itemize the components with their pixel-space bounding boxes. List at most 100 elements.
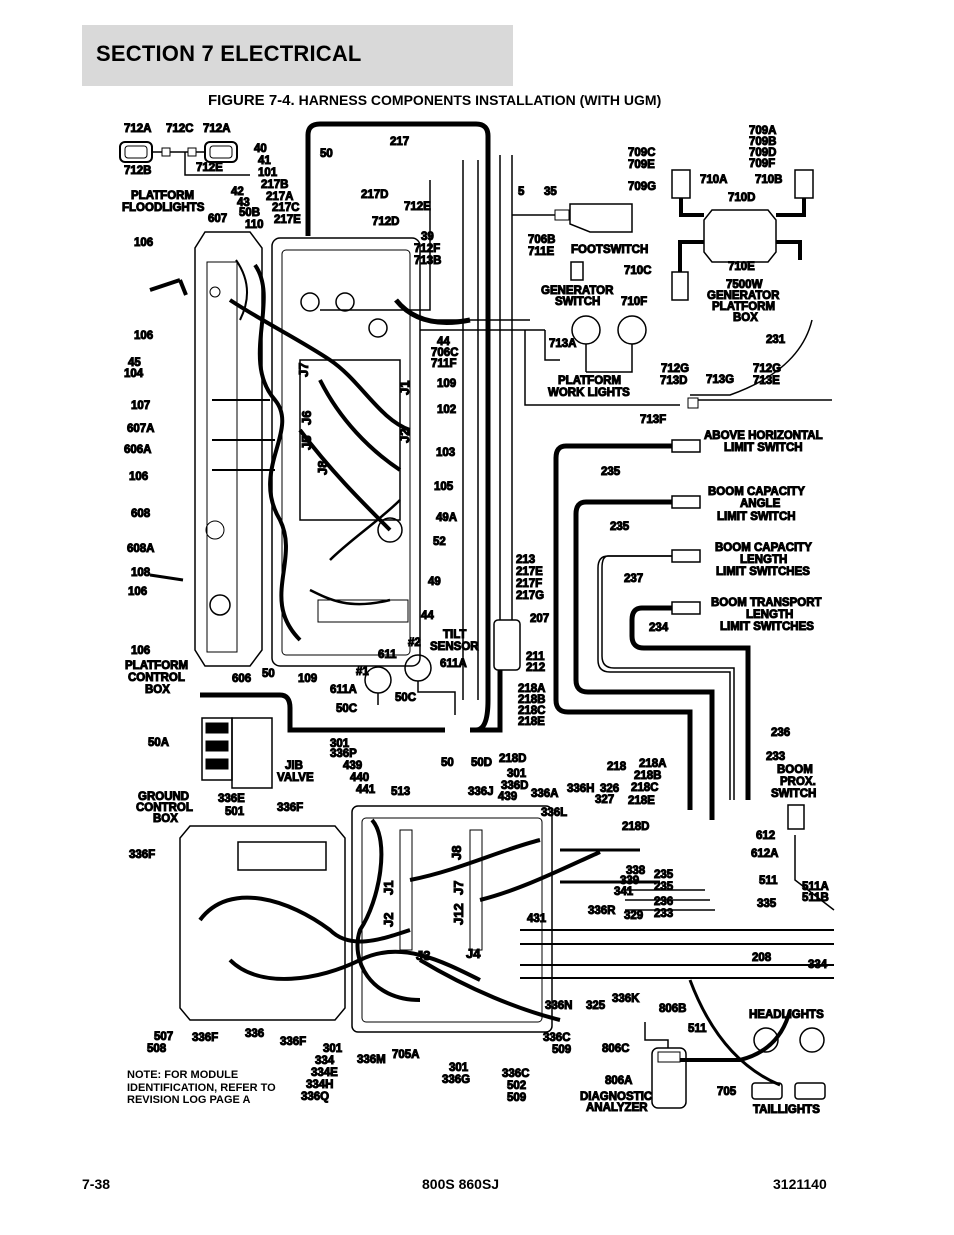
wire-callout: 218D [499, 753, 527, 765]
wire-callout: 50 [320, 148, 333, 160]
figure-caption: HARNESS COMPONENTS INSTALLATION (WITH UG… [298, 92, 662, 108]
wire-callout: 712G [661, 363, 689, 375]
platform-floodlights-l2: FLOODLIGHTS [122, 202, 205, 214]
wire-callout: 713G [706, 374, 734, 386]
wire-callout: 102 [437, 404, 456, 416]
wire-callout: 712F [414, 243, 440, 255]
work-light-right [617, 315, 647, 345]
component-labels: PLATFORM FLOODLIGHTS PLATFORM CONTROL BO… [122, 190, 825, 1117]
boom-prox-l3: SWITCH [771, 788, 816, 800]
platform-connector-labels: J7 J1 J6 J2 J5 J8 [296, 362, 413, 475]
wire-callout: 439 [343, 760, 362, 772]
callouts-ground-box: 336E 501 336F 336F 301 336D 439 336J 336… [129, 768, 738, 1105]
wire-callout: 236 [771, 727, 790, 739]
module-note: NOTE: FOR MODULE IDENTIFICATION, REFER T… [127, 1069, 276, 1106]
callouts-tilt: #2 611 611A #1 611A 50C 50C [330, 637, 468, 716]
figure-title: FIGURE 7-4. HARNESS COMPONENTS INSTALLAT… [208, 92, 661, 109]
wire-callout: 50C [336, 703, 357, 715]
taillight-left [751, 1082, 783, 1100]
ground-control-box-l3: BOX [153, 813, 178, 825]
wire-callout: 712D [372, 216, 400, 228]
wire-callout: 710C [624, 265, 652, 277]
wire-callout: 217A [266, 191, 294, 203]
wire-callout: 334H [306, 1079, 334, 1091]
wire-callout: 106 [134, 330, 153, 342]
wire-callout: 341 [614, 886, 634, 898]
wire-callout: 109 [437, 378, 456, 390]
wire-callout: 106 [129, 471, 148, 483]
callouts-lower-mid: 218A 218B 218C 218E 218D 50 50D 301 336P… [148, 683, 547, 799]
conn-j4-ground: J4 [466, 946, 481, 961]
wire-callout: 233 [654, 908, 673, 920]
wire-callout: 608A [127, 543, 155, 555]
wire-callout: 710A [700, 174, 728, 186]
wire-callout: 709B [749, 136, 777, 148]
taillight-right [794, 1082, 826, 1100]
wire-callout: 336R [588, 905, 616, 917]
wire-callout: 712A [124, 123, 152, 135]
wire-callout: 709F [749, 158, 775, 170]
footswitch-label: FOOTSWITCH [571, 244, 648, 256]
callouts-platform-right: 44 706C 711F 109 102 103 105 49A 52 49 4… [421, 336, 460, 623]
wire-callout: 211 [526, 651, 545, 663]
wire-callout: 712E [404, 201, 431, 213]
boom-capacity-angle-l2: ANGLE [740, 498, 781, 510]
wire-callout: 237 [624, 573, 643, 585]
wire-callout: 713A [549, 338, 577, 350]
boom-prox-l2: PROX. [780, 776, 816, 788]
wire-callout: 236 [654, 896, 673, 908]
wire-callout: 507 [154, 1031, 173, 1043]
wire-callout: 711E [528, 246, 555, 258]
wire-callout: 106 [128, 586, 147, 598]
wire-callout: 709E [628, 159, 655, 171]
generator-switch-shape [570, 261, 584, 281]
jib-valve-l2: VALVE [277, 772, 314, 784]
boom-capacity-length-l1: BOOM CAPACITY [715, 542, 812, 554]
wire-callout: 713E [753, 375, 780, 387]
platform-floodlights-l1: PLATFORM [131, 190, 194, 202]
generator-switch-l1: GENERATOR [541, 285, 614, 297]
section-banner [82, 25, 513, 86]
conn-j5-platform: J5 [299, 436, 314, 450]
footer-page-number: 7-38 [82, 1176, 111, 1192]
wire-callout: 301 [449, 1062, 469, 1074]
wire-callout: 431 [527, 913, 547, 925]
boom-capacity-angle-l3: LIMIT SWITCH [717, 511, 796, 523]
wire-callout: 235 [654, 881, 674, 893]
wire-callout: 511 [759, 875, 778, 887]
wire-callout: 607A [127, 423, 155, 435]
limit-switch-bodies [671, 439, 701, 615]
wire-callout: 42 [231, 186, 244, 198]
wire-callout: 110 [245, 219, 264, 231]
ground-control-box [179, 805, 553, 1033]
wire-callout: 713D [660, 375, 688, 387]
footer-model: 800S 860SJ [422, 1176, 500, 1192]
tilt-sensor-2 [404, 654, 432, 682]
headlight-left [753, 1027, 779, 1053]
wire-callout: 709G [628, 181, 656, 193]
wire-callout: 336F [277, 802, 303, 814]
wire-callout: 611A [330, 684, 357, 696]
wire-callout: 218C [631, 782, 659, 794]
wire-callout: #1 [356, 666, 369, 678]
wire-callout: 336P [330, 748, 357, 760]
wire-callout: 40 [254, 143, 267, 155]
wire-callout: 212 [526, 662, 545, 674]
wire-callout: 217C [272, 202, 300, 214]
wire-callout: 806A [605, 1075, 633, 1087]
wire-callout: 107 [131, 400, 150, 412]
wire-callout: 49A [436, 512, 457, 524]
wire-callout: 218A [518, 683, 546, 695]
wire-callout: 43 [237, 197, 250, 209]
wire-callout: 327 [595, 794, 614, 806]
diagnostic-analyzer [651, 1047, 687, 1109]
conn-j8-ground: J8 [449, 846, 464, 860]
wire-callout: 217D [361, 189, 389, 201]
wire-callout: 706C [431, 347, 459, 359]
callouts-top-left: 712A 712C 712A 712B 712E 40 41 101 217B … [124, 123, 443, 268]
wire-callout: 334 [808, 959, 828, 971]
wire-callout: 440 [350, 772, 369, 784]
wire-callout: 336J [468, 786, 494, 798]
wire-callout: 606 [232, 673, 251, 685]
